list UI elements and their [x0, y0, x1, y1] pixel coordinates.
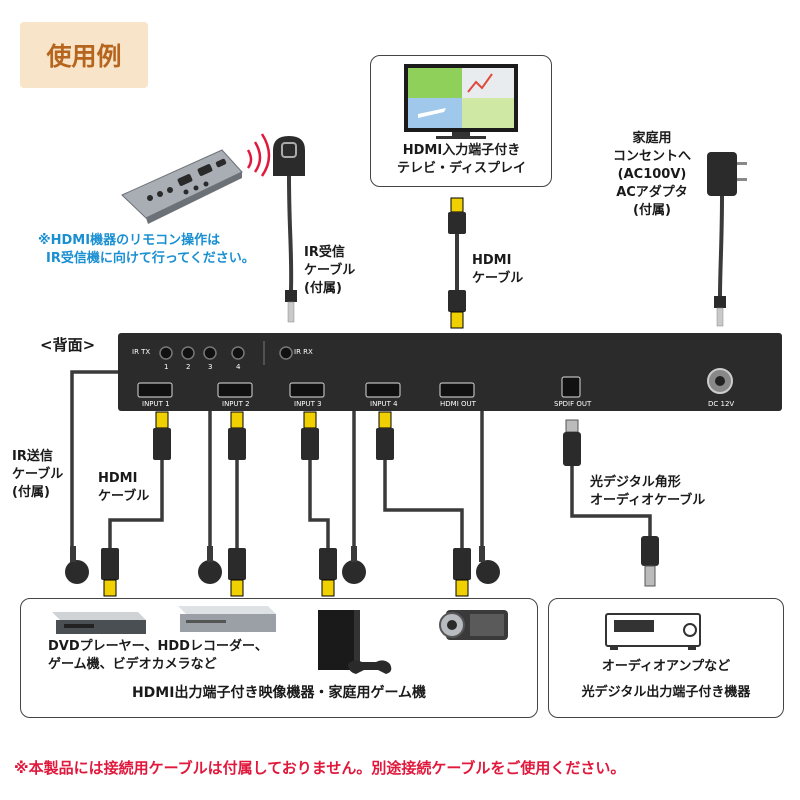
audio-devices-text: オーディオアンプなど [601, 659, 731, 674]
ac-adapter-label-line2: コンセントへ [612, 149, 691, 164]
hdmi-cable-top-label: HDMI ケーブル [472, 252, 523, 288]
display-label-line2: テレビ・ディスプレイ [396, 161, 527, 176]
video-camera-icon [439, 610, 508, 640]
port-input3-label: INPUT 3 [294, 400, 322, 408]
optical-cable-label-line2: オーディオケーブル [590, 493, 706, 508]
hdmi-cable-bottom-line1: HDMI [98, 471, 138, 486]
port-ir-num-4: 4 [236, 363, 241, 371]
port-ir-num-3: 3 [208, 363, 213, 371]
remote-note-line1: ※HDMI機器のリモコン操作は [38, 233, 221, 248]
hdmi-cable-bottom-label: HDMI ケーブル [98, 470, 149, 506]
ir-emitter-heads [65, 546, 500, 584]
back-panel-label: <背面> [40, 336, 96, 354]
port-ir-num-2: 2 [186, 363, 191, 371]
display-label: HDMI入力端子付き テレビ・ディスプレイ [370, 142, 553, 178]
sources-devices-line2: ゲーム機、ビデオカメラなど [48, 657, 217, 672]
sources-devices-line1: DVDプレーヤー、HDDレコーダー、 [48, 639, 268, 654]
sources-caption: HDMI出力端子付き映像機器・家庭用ゲーム機 [131, 685, 427, 701]
hdmi-cable-bottom-line2: ケーブル [98, 489, 150, 504]
optical-cable [563, 419, 659, 587]
port-input4-label: INPUT 4 [370, 400, 398, 408]
ir-transmit-label-line3: (付属) [12, 485, 50, 500]
hdmi-cable-top-line2: ケーブル [472, 271, 524, 286]
ir-receiver-icon [273, 136, 305, 323]
ac-adapter-label-line3: (AC100V) [617, 167, 687, 182]
optical-cable-label-line1: 光デジタル角形 [590, 475, 681, 490]
ac-adapter-label: 家庭用 コンセントへ (AC100V) ACアダプタ (付属) [600, 130, 704, 220]
port-ir-num-1: 1 [164, 363, 169, 371]
port-hdmi-out-label: HDMI OUT [440, 400, 476, 408]
port-input2-label: INPUT 2 [222, 400, 250, 408]
hdmi-cable-top-line1: HDMI [472, 253, 512, 268]
display-label-line1: HDMI入力端子付き [402, 143, 521, 158]
port-ir-rx-label: IR RX [294, 348, 313, 356]
ac-adapter-label-line4: ACアダプタ [616, 185, 688, 200]
audio-amp-icon [605, 613, 701, 650]
hdd-recorder-icon [178, 606, 276, 632]
tv-icon [404, 64, 518, 139]
game-console-icon [318, 610, 392, 674]
ac-adapter-label-line1: 家庭用 [632, 131, 672, 146]
audio-caption: 光デジタル出力端子付き機器 [581, 685, 751, 700]
optical-cable-label: 光デジタル角形 オーディオケーブル [590, 474, 705, 510]
remote-control-icon [121, 149, 243, 224]
remote-note-line2: IR受信機に向けて行ってください。 [46, 251, 255, 266]
remote-note: ※HDMI機器のリモコン操作は IR受信機に向けて行ってください。 [38, 232, 255, 268]
ir-signal-icon [246, 133, 271, 177]
ir-transmit-label-line1: IR送信 [12, 449, 53, 464]
page-title: 使用例 [20, 22, 148, 88]
hdmi-cables-inputs [101, 411, 471, 597]
ir-transmit-label: IR送信 ケーブル (付属) [12, 448, 63, 502]
ir-receiver-label-line1: IR受信 [304, 245, 345, 260]
ir-transmit-label-line2: ケーブル [12, 467, 64, 482]
dvd-player-icon [52, 612, 146, 634]
sources-devices-text: DVDプレーヤー、HDDレコーダー、 ゲーム機、ビデオカメラなど [48, 638, 268, 674]
port-input1-label: INPUT 1 [142, 400, 170, 408]
port-spdif-label: SPDIF OUT [554, 400, 592, 408]
ir-receiver-label: IR受信 ケーブル (付属) [304, 244, 355, 298]
ir-receiver-label-line2: ケーブル [304, 263, 356, 278]
hdmi-switch-rear-panel: IR TX IR RX 1 2 3 4 INPUT 1 INPUT 2 INPU… [118, 333, 782, 411]
hdmi-cable-top [448, 197, 466, 329]
warning-note: ※本製品には接続用ケーブルは付属しておりません。別途接続ケーブルをご使用ください… [14, 759, 626, 777]
ir-receiver-label-line3: (付属) [304, 281, 342, 296]
port-dc-label: DC 12V [708, 400, 735, 408]
ac-adapter-icon [707, 152, 747, 327]
port-ir-tx-label: IR TX [132, 348, 151, 356]
ac-adapter-label-line5: (付属) [633, 203, 671, 218]
